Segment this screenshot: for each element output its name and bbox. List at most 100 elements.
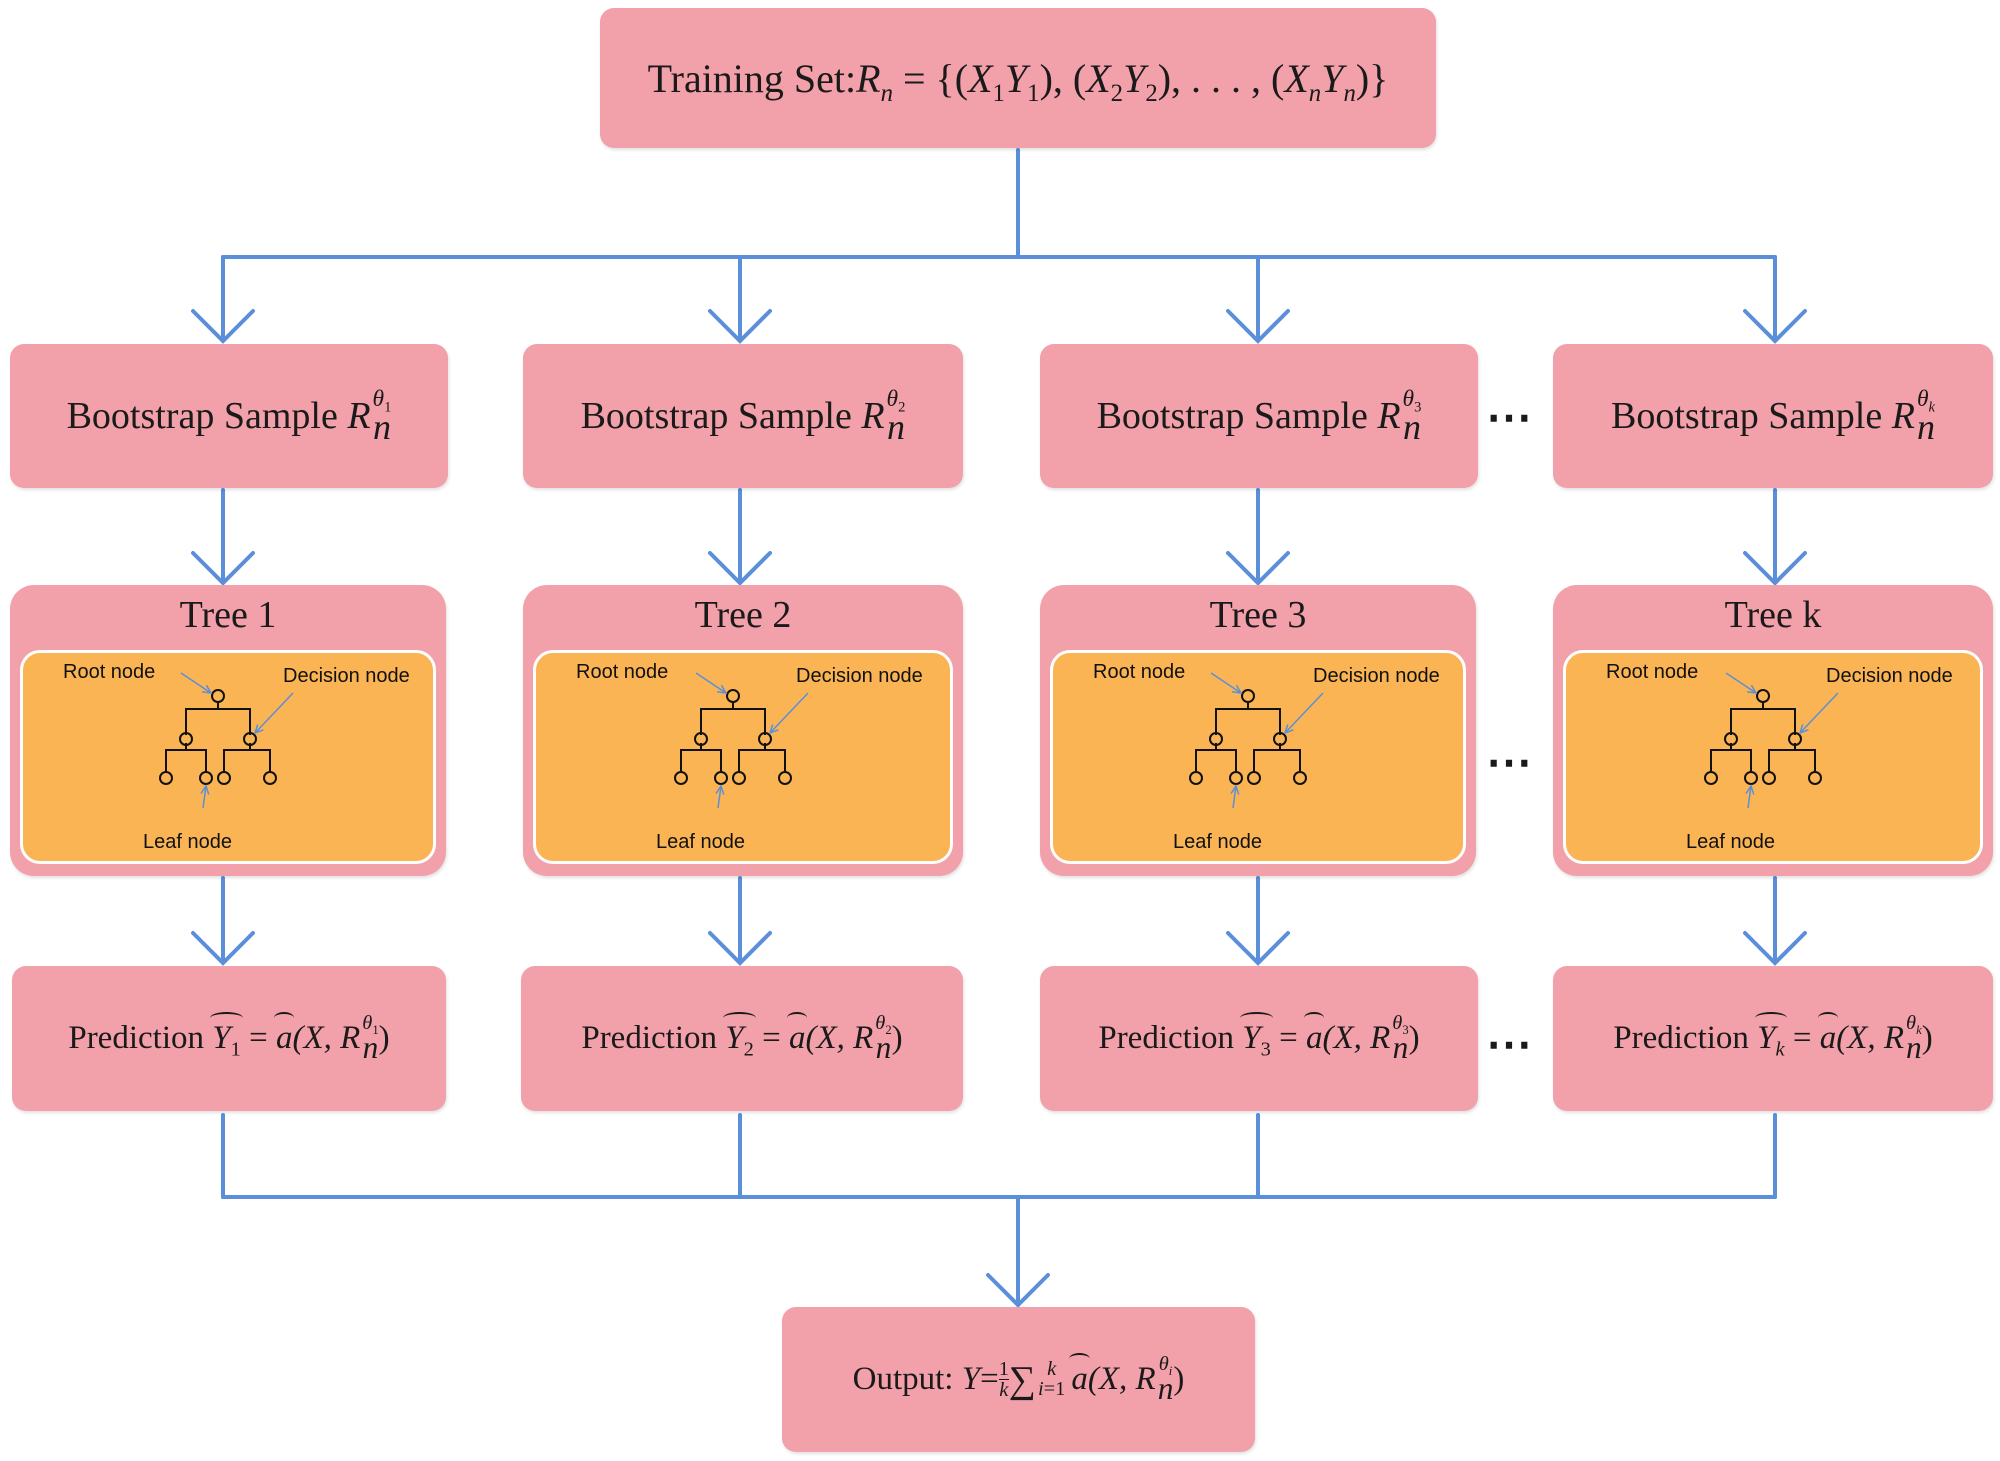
tree-edge xyxy=(1730,701,1764,735)
pointer-arrowhead xyxy=(1283,724,1294,735)
tree-edge xyxy=(1768,743,1796,773)
decision-tree-icon xyxy=(1704,672,1839,809)
leaf-node xyxy=(1808,771,1822,785)
output-label: Output: xyxy=(852,1361,954,1397)
root-node xyxy=(1756,689,1770,703)
decision-node xyxy=(1273,732,1287,746)
decision-node-label: Decision node xyxy=(1313,665,1440,687)
tree-edge xyxy=(218,708,251,735)
leaf-node xyxy=(714,771,728,785)
tree-edge xyxy=(1731,749,1752,773)
tree-edge xyxy=(765,749,786,773)
prediction-label: Prediction xyxy=(1098,1020,1234,1056)
prediction-label: Prediction xyxy=(581,1020,717,1056)
tree-diagram: Root node Decision node Leaf node xyxy=(1563,650,1983,864)
root-node-label: Root node xyxy=(1093,661,1186,683)
leaf-node-label: Leaf node xyxy=(656,831,745,853)
pointer-arrowhead xyxy=(716,684,728,694)
training-set-label: Training Set: xyxy=(647,55,857,101)
pointer-arrow xyxy=(1284,692,1324,734)
decision-node-label: Decision node xyxy=(283,665,410,687)
pointer-arrowhead xyxy=(1798,724,1809,735)
pointer-arrowhead xyxy=(715,784,725,795)
decision-node-label: Decision node xyxy=(1826,665,1953,687)
ellipsis-predictions: ⋯ xyxy=(1486,1019,1535,1070)
tree-panel-k: Tree k Root node Decision node Leaf node xyxy=(1553,585,1993,876)
bootstrap-label: Bootstrap Sample xyxy=(580,395,852,437)
tree-edge xyxy=(1253,743,1281,773)
tree-edge xyxy=(185,701,219,735)
root-node-label: Root node xyxy=(63,661,156,683)
tree-edge xyxy=(1216,749,1237,773)
tree-edge xyxy=(1763,708,1796,735)
leaf-node xyxy=(1247,771,1261,785)
leaf-node xyxy=(1704,771,1718,785)
tree-edge xyxy=(250,749,271,773)
pointer-arrowhead xyxy=(1231,684,1243,694)
pointer-arrowhead xyxy=(201,684,213,694)
training-set-formula: Rn = {(X1Y1), (X2Y2), . . . , (XnYn)} xyxy=(856,55,1389,107)
pointer-arrow xyxy=(695,672,727,694)
tree-diagram: Root node Decision node Leaf node xyxy=(20,650,436,864)
tree-edge xyxy=(186,749,207,773)
pointer-arrow xyxy=(769,692,809,734)
tree-edge xyxy=(1248,708,1281,735)
decision-node xyxy=(1788,732,1802,746)
leaf-node xyxy=(217,771,231,785)
pointer-arrow xyxy=(1210,672,1242,694)
tree-edge xyxy=(1710,743,1732,773)
pointer-arrow xyxy=(717,785,722,809)
decision-tree-icon xyxy=(1189,672,1324,809)
tree-panel-3: Tree 3 Root node Decision node Leaf node xyxy=(1040,585,1476,876)
decision-tree-icon xyxy=(674,672,809,809)
leaf-node xyxy=(263,771,277,785)
ellipsis-trees: ⋯ xyxy=(1486,737,1535,788)
ellipsis-bootstrap: ⋯ xyxy=(1486,392,1535,443)
prediction-label: Prediction xyxy=(1613,1020,1749,1056)
tree-title: Tree 3 xyxy=(1209,594,1307,636)
decision-tree-icon xyxy=(159,672,294,809)
root-node xyxy=(1241,689,1255,703)
tree-title: Tree 1 xyxy=(179,594,277,636)
leaf-node xyxy=(159,771,173,785)
leaf-node xyxy=(1762,771,1776,785)
pointer-arrowhead xyxy=(1230,784,1240,795)
prediction-label: Prediction xyxy=(68,1020,204,1056)
pointer-arrow xyxy=(1232,785,1237,809)
decision-node-label: Decision node xyxy=(796,665,923,687)
tree-edge xyxy=(1195,743,1217,773)
pointer-arrow xyxy=(1747,785,1752,809)
decision-node xyxy=(1209,732,1223,746)
leaf-node xyxy=(1189,771,1203,785)
bootstrap-label: Bootstrap Sample xyxy=(1610,395,1883,437)
leaf-node-label: Leaf node xyxy=(1173,831,1262,853)
leaf-node xyxy=(1293,771,1307,785)
tree-edge xyxy=(223,743,251,773)
leaf-node-label: Leaf node xyxy=(143,831,232,853)
decision-node xyxy=(758,732,772,746)
tree-edge xyxy=(1215,701,1249,735)
leaf-node xyxy=(1229,771,1243,785)
tree-edge xyxy=(733,708,766,735)
tree-diagram: Root node Decision node Leaf node xyxy=(533,650,953,864)
pointer-arrowhead xyxy=(1746,684,1758,694)
pointer-arrowhead xyxy=(200,784,210,795)
decision-node xyxy=(694,732,708,746)
leaf-node xyxy=(778,771,792,785)
tree-edge xyxy=(738,743,766,773)
pointer-arrowhead xyxy=(253,724,264,735)
tree-edge xyxy=(701,749,722,773)
tree-edge xyxy=(1795,749,1816,773)
root-node xyxy=(726,689,740,703)
leaf-node xyxy=(674,771,688,785)
bootstrap-label: Bootstrap Sample xyxy=(66,395,338,437)
